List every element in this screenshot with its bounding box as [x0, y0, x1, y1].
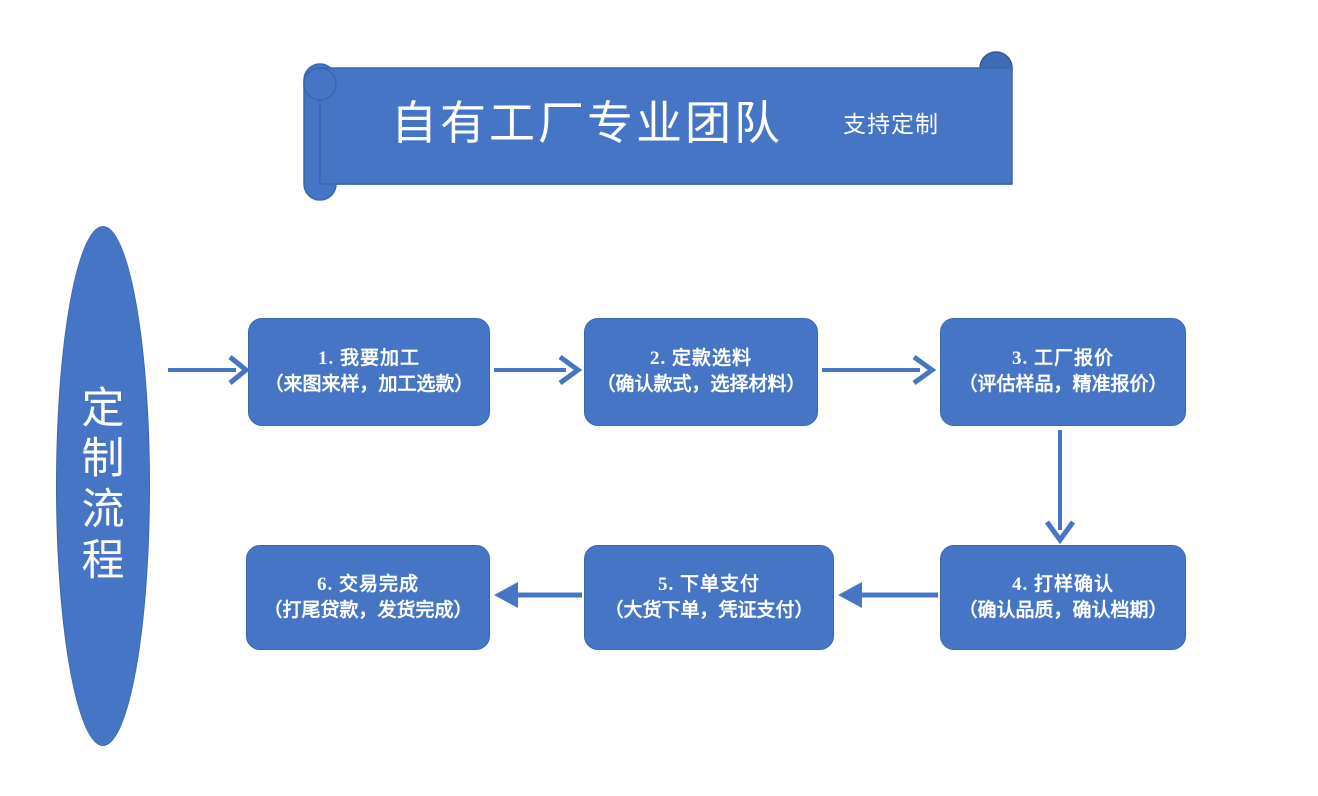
process-step-2[interactable]: 2. 定款选料 （确认款式，选择材料）	[584, 318, 818, 426]
process-step-4-detail: （确认品质，确认档期）	[958, 599, 1168, 621]
arrow-step-2-to-step-3-icon	[822, 354, 937, 386]
process-step-3[interactable]: 3. 工厂报价 （评估样品，精准报价）	[940, 318, 1186, 426]
process-step-1-title: 1. 我要加工	[317, 348, 420, 370]
process-step-6-detail: （打尾贷款，发货完成）	[263, 599, 473, 621]
process-step-1[interactable]: 1. 我要加工 （来图来样，加工选款）	[248, 318, 490, 426]
banner-scroll-shape	[303, 51, 1013, 201]
arrow-step-3-to-step-4-icon	[1044, 430, 1076, 545]
process-step-5-detail: （大货下单，凭证支付）	[604, 599, 814, 621]
process-step-6-title: 6. 交易完成	[316, 573, 419, 595]
process-step-5-title: 5. 下单支付	[657, 573, 760, 595]
arrow-step-5-to-step-6-icon	[494, 582, 582, 608]
ellipse-shape	[56, 226, 150, 746]
banner-curl-left-knob	[303, 67, 337, 101]
process-step-5[interactable]: 5. 下单支付 （大货下单，凭证支付）	[584, 545, 834, 650]
process-step-2-detail: （确认款式，选择材料）	[596, 374, 806, 395]
arrow-step-1-to-step-2-icon	[494, 354, 583, 386]
process-step-6[interactable]: 6. 交易完成 （打尾贷款，发货完成）	[246, 545, 490, 650]
process-step-4[interactable]: 4. 打样确认 （确认品质，确认档期）	[940, 545, 1186, 650]
process-step-1-detail: （来图来样，加工选款）	[264, 374, 474, 395]
process-step-3-title: 3. 工厂报价	[1011, 348, 1114, 370]
arrow-ellipse-to-step-1-icon	[168, 355, 250, 385]
banner-body	[319, 67, 1013, 185]
process-step-4-title: 4. 打样确认	[1011, 573, 1114, 595]
arrow-step-4-to-step-5-icon	[838, 582, 938, 608]
header-banner: 自有工厂专业团队 支持定制	[296, 44, 1026, 206]
process-title-ellipse: 定 制 流 程	[56, 226, 150, 746]
process-step-2-title: 2. 定款选料	[649, 348, 752, 370]
process-step-3-detail: （评估样品，精准报价）	[958, 374, 1168, 395]
